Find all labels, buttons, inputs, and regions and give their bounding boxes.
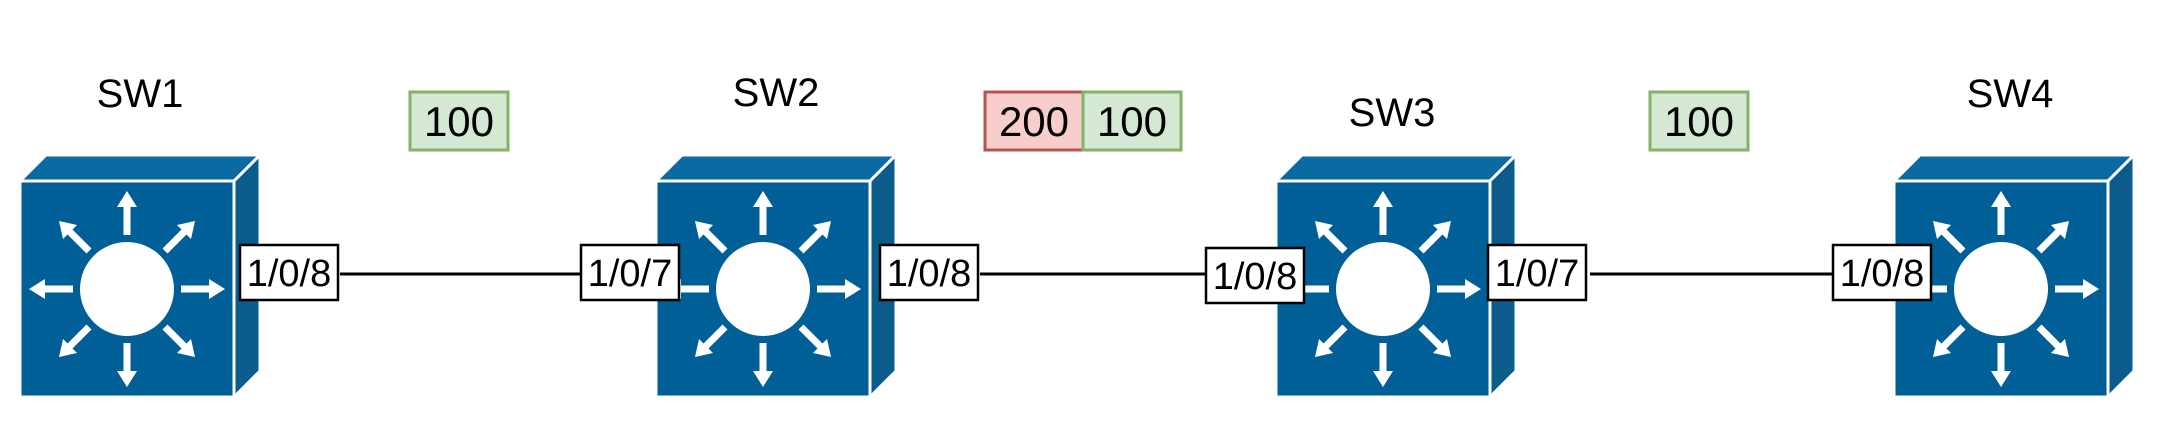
port-text: 1/0/8 <box>887 253 972 295</box>
vlan-tag-text: 100 <box>424 98 494 145</box>
port-label-sw2-left: 1/0/7 <box>579 243 681 302</box>
port-text: 1/0/8 <box>1213 256 1298 298</box>
vlan-tag-link1: 100 <box>408 90 510 152</box>
switch-label-sw4: SW4 <box>1967 72 2054 116</box>
port-label-sw1-right: 1/0/8 <box>238 243 340 302</box>
switch-sw2[interactable] <box>656 155 896 397</box>
port-label-sw2-right: 1/0/8 <box>878 243 980 302</box>
vlan-tag-text: 100 <box>1097 98 1167 145</box>
port-label-sw3-left: 1/0/8 <box>1204 246 1306 305</box>
vlan-tag-link2-b: 100 <box>1081 90 1183 152</box>
vlan-tag-link2-a: 200 <box>983 90 1085 152</box>
switch-sw1[interactable] <box>20 155 260 397</box>
port-text: 1/0/8 <box>247 253 332 295</box>
switch-label-sw1: SW1 <box>97 72 184 116</box>
layer3-switch-icon <box>656 155 896 397</box>
layer3-switch-icon <box>1276 155 1516 397</box>
port-text: 1/0/7 <box>1495 253 1580 295</box>
port-label-sw3-right: 1/0/7 <box>1486 243 1588 302</box>
switch-label-sw3: SW3 <box>1349 91 1436 135</box>
switch-label-sw2: SW2 <box>733 71 820 115</box>
layer3-switch-icon <box>20 155 260 397</box>
vlan-tag-text: 200 <box>999 98 1069 145</box>
switch-sw3[interactable] <box>1276 155 1516 397</box>
port-text: 1/0/8 <box>1840 253 1925 295</box>
vlan-tag-text: 100 <box>1664 98 1734 145</box>
vlan-tag-link3: 100 <box>1648 90 1750 152</box>
port-text: 1/0/7 <box>588 253 673 295</box>
port-label-sw4-left: 1/0/8 <box>1831 243 1933 302</box>
